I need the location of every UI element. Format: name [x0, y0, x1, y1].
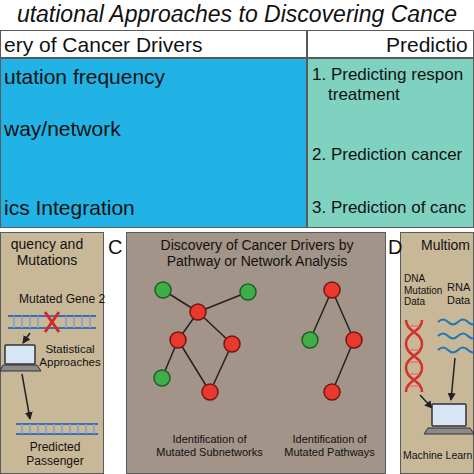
cell-text: Predictio: [386, 33, 468, 57]
gene-circle: [346, 332, 362, 348]
dna-helix: [406, 320, 422, 392]
dna-rungs: [14, 316, 90, 328]
dna-strand: [8, 315, 96, 317]
table-cell: utation frequency way/network ics Integrat…: [0, 58, 307, 228]
cell-text: 1. Predicting respon treatment: [312, 65, 474, 104]
rna-strand: [438, 334, 474, 339]
dna-strand: [8, 327, 96, 329]
cell-text: RNA Data: [447, 281, 473, 306]
figure-panel: quency and MutationsMutated Gene 2 Statis…: [0, 232, 104, 474]
rna-strand: [438, 320, 474, 325]
gene-circle: [170, 332, 186, 348]
gene-circle: [154, 370, 170, 386]
figure-panel: MultiomDNA Mutation DataRNA DataMachine …: [400, 232, 474, 474]
dna-rungs: [22, 424, 94, 434]
cell-text: Statistical Approaches: [35, 343, 105, 369]
panel-title: Discovery of Cancer Drivers by Pathway o…: [137, 237, 377, 269]
gene-circle: [190, 304, 206, 320]
cell-text: ery of Cancer Drivers: [4, 33, 202, 57]
pathway-links: [310, 290, 354, 392]
flow-arrow: [23, 333, 30, 343]
header-cell: ery of Cancer Drivers: [0, 30, 307, 58]
flow-arrow: [22, 374, 30, 419]
multiomics-illustration: [406, 320, 474, 435]
gene-circle: [224, 336, 240, 352]
cell-text: Identification of Mutated Subnetworks: [152, 433, 267, 458]
cell-text: way/network: [4, 117, 121, 141]
figure-title: utational Approaches to Discovering Canc…: [0, 1, 474, 27]
gene-circle: [240, 284, 256, 300]
flow-arrow: [420, 395, 432, 408]
cell-text: ics Integration: [4, 196, 135, 220]
cell-text: Machine Learn: [403, 449, 472, 461]
cell-text: 3. Prediction of canc: [312, 198, 466, 218]
dna-strand: [16, 423, 98, 425]
laptop-base: [0, 365, 41, 371]
dna-strand: [16, 433, 98, 435]
gene-circle: [302, 332, 318, 348]
table-cell: 1. Predicting respon treatment 2. Predict…: [307, 58, 474, 228]
mutation-illustration: [0, 312, 98, 434]
laptop-screen: [5, 345, 35, 364]
cell-text: utation frequency: [4, 65, 165, 89]
dna-helix: [406, 320, 422, 392]
header-cell: Predictio: [307, 30, 474, 58]
figure-panel: Discovery of Cancer Drivers by Pathway o…: [126, 232, 386, 474]
panel-title: Multiom: [421, 237, 470, 253]
panel-letter: D: [388, 236, 402, 259]
rna-strand: [438, 348, 474, 353]
cell-text: Identification of Mutated Pathways: [277, 433, 382, 458]
laptop-base: [424, 428, 474, 434]
gene-circle: [324, 282, 340, 298]
cell-text: Predicted Passenger: [9, 441, 101, 469]
gene-circle: [155, 282, 171, 298]
panel-title: quency and Mutations: [5, 236, 89, 268]
laptop-screen: [432, 404, 466, 426]
panel-letter: C: [108, 236, 122, 259]
network-illustration: [154, 282, 362, 400]
cell-text: Mutated Gene 2: [19, 293, 105, 307]
mutation-cross: [45, 312, 59, 332]
cell-text: DNA Mutation Data: [404, 273, 444, 308]
cell-text: 2. Prediction cancer: [312, 145, 462, 165]
flow-arrow: [451, 358, 455, 400]
gene-circle: [202, 384, 218, 400]
gene-circle: [324, 384, 340, 400]
dna-rungs: [409, 326, 419, 386]
network-links: [162, 290, 248, 392]
